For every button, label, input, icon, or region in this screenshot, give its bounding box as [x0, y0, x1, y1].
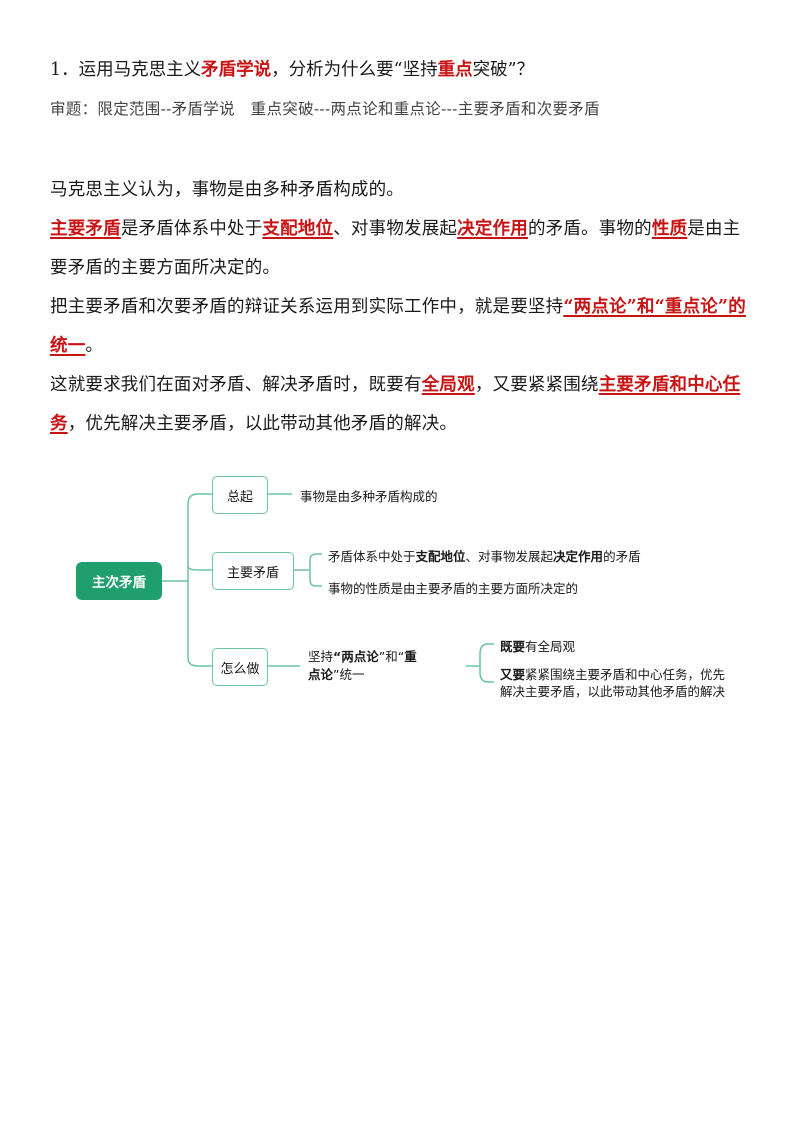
highlight-principal-contradiction: 主要矛盾	[50, 219, 121, 239]
highlight-key-point: 重点	[437, 60, 473, 80]
branch-node-principal: 主要矛盾	[212, 552, 294, 590]
leaf-bold: 既要	[500, 639, 526, 654]
highlight-decisive-role: 决定作用	[457, 219, 528, 239]
question-prefix: 1．运用马克思主义	[50, 60, 202, 80]
p4-text-3: ，优先解决主要矛盾，以此带动其他矛盾的解决。	[67, 414, 458, 434]
p2-text-4: 是由主要矛盾的主要方面所决定的。	[50, 219, 741, 278]
leaf-text: ”统一	[333, 667, 365, 682]
leaf-bold: 决定作用	[553, 549, 604, 564]
leaf-bold: 支配地位	[415, 549, 466, 564]
leaf-how-unity: 坚持“两点论”和“重点论”统一	[308, 648, 468, 684]
paragraph-3: 把主要矛盾和次要矛盾的辩证关系运用到实际工作中，就是要坚持“两点论”和“重点论”…	[50, 288, 755, 366]
leaf-bold: 点论	[308, 667, 334, 682]
leaf-intro: 事物是由多种矛盾构成的	[300, 489, 438, 504]
leaf-text: 矛盾体系中处于	[328, 549, 416, 564]
leaf-text: 、对事物发展起	[465, 549, 554, 564]
connector-b3-sub2	[479, 654, 494, 683]
highlight-nature: 性质	[651, 219, 688, 239]
connector-b2-leaf1	[309, 553, 322, 561]
leaf-principal-definition: 矛盾体系中处于支配地位、对事物发展起决定作用的矛盾	[328, 546, 641, 565]
connector-b2	[187, 565, 212, 571]
p3-text-2: 。	[85, 336, 104, 356]
leaf-bold: “两点论	[333, 649, 379, 664]
mind-map: 主次矛盾 总起 主要矛盾 怎么做 事物是由多种矛盾构成的 矛盾体系中处于支配地位…	[0, 460, 800, 720]
leaf-how-central-task: 又要紧紧围绕主要矛盾和中心任务，优先解决主要矛盾，以此带动其他矛盾的解决	[500, 666, 725, 700]
p4-text-2: ，又要紧紧围绕	[474, 375, 599, 395]
connector-b3	[187, 657, 212, 667]
p2-text-1: 是矛盾体系中处于	[120, 219, 263, 239]
question-analysis-hint: 审题：限定范围--矛盾学说 重点突破---两点论和重点论---主要矛盾和次要矛盾	[50, 100, 600, 118]
leaf-how-overall-view: 既要有全局观	[500, 636, 575, 655]
leaf-text: 解决主要矛盾，以此带动其他矛盾的解决	[500, 684, 726, 699]
connector-b2-leaf2	[309, 560, 322, 587]
question-title: 1．运用马克思主义矛盾学说，分析为什么要“坚持重点突破”？	[50, 56, 534, 81]
mind-map-root: 主次矛盾	[76, 562, 162, 600]
branch-node-how: 怎么做	[212, 648, 268, 686]
paragraph-4: 这就要求我们在面对矛盾、解决矛盾时，既要有全局观，又要紧紧围绕主要矛盾和中心任务…	[50, 366, 755, 444]
highlight-overall-view: 全局观	[421, 375, 475, 395]
leaf-text: 坚持	[308, 649, 334, 664]
question-mid: ，分析为什么要“坚持	[271, 60, 438, 80]
paragraph-2: 主要矛盾是矛盾体系中处于支配地位、对事物发展起决定作用的矛盾。事物的性质是由主要…	[50, 210, 755, 288]
leaf-text: ”和“	[378, 649, 405, 664]
leaf-principal-nature: 事物的性质是由主要矛盾的主要方面所决定的	[328, 581, 579, 596]
p2-text-3: 的矛盾。事物的	[527, 219, 652, 239]
leaf-bold: 重	[404, 649, 417, 664]
leaf-text: 的矛盾	[603, 549, 641, 564]
leaf-text: 紧紧围绕主要矛盾和中心任务，优先	[525, 667, 726, 682]
highlight-central-task: 主要矛盾和中心任务	[50, 375, 741, 434]
question-suffix: 突破”？	[472, 60, 535, 80]
connector-lines	[162, 493, 494, 683]
leaf-text: 有全局观	[525, 639, 576, 654]
highlight-two-point-theory: “两点论”和“重点论”的统一	[50, 297, 746, 356]
p2-text-2: 、对事物发展起	[333, 219, 458, 239]
leaf-bold: 又要	[500, 667, 526, 682]
p3-text-1: 把主要矛盾和次要矛盾的辩证关系运用到实际工作中，就是要坚持	[50, 297, 564, 317]
connector-b3-sub1	[479, 643, 494, 655]
paragraph-1: 马克思主义认为，事物是由多种矛盾构成的。	[50, 180, 404, 200]
connector-b1	[187, 493, 212, 505]
highlight-dominant-position: 支配地位	[262, 219, 334, 239]
branch-node-intro: 总起	[212, 476, 268, 514]
highlight-contradiction-theory: 矛盾学说	[201, 60, 272, 80]
mind-map-connectors	[162, 493, 494, 683]
p4-text-1: 这就要求我们在面对矛盾、解决矛盾时，既要有	[50, 375, 422, 395]
